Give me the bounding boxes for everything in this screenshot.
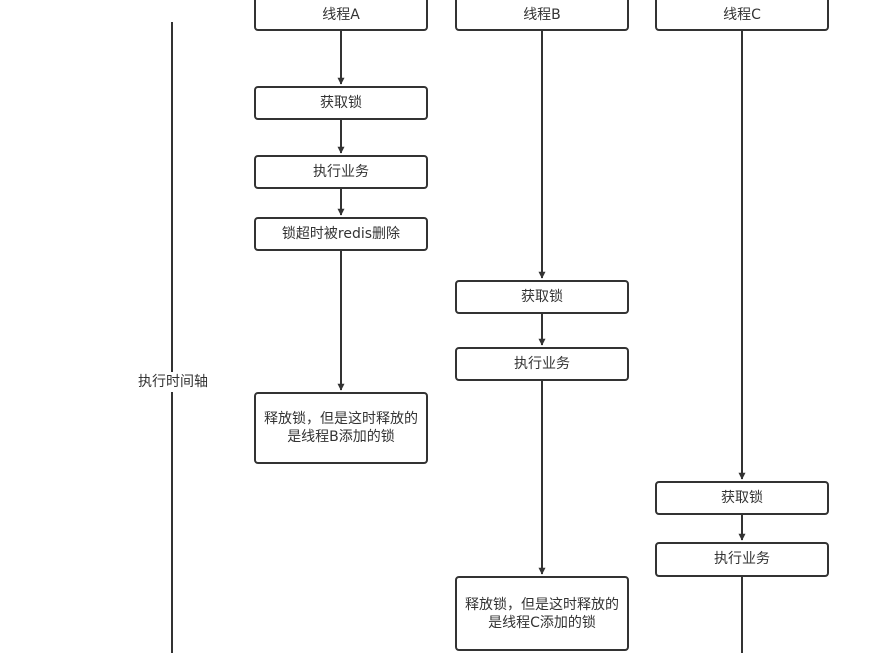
thread-b-header: 线程B bbox=[455, 0, 629, 31]
thread-c-execute-business: 执行业务 bbox=[655, 542, 829, 577]
thread-a-lock-timeout-deleted: 锁超时被redis删除 bbox=[254, 217, 428, 251]
thread-b-execute-business: 执行业务 bbox=[455, 347, 629, 381]
thread-a-release-wrong-lock: 释放锁，但是这时释放的是线程B添加的锁 bbox=[254, 392, 428, 464]
thread-c-header: 线程C bbox=[655, 0, 829, 31]
thread-c-acquire-lock: 获取锁 bbox=[655, 481, 829, 515]
thread-b-acquire-lock: 获取锁 bbox=[455, 280, 629, 314]
thread-b-release-wrong-lock: 释放锁，但是这时释放的是线程C添加的锁 bbox=[455, 576, 629, 651]
timeline-label: 执行时间轴 bbox=[120, 372, 226, 392]
thread-a-acquire-lock: 获取锁 bbox=[254, 86, 428, 120]
thread-a-header: 线程A bbox=[254, 0, 428, 31]
thread-a-execute-business: 执行业务 bbox=[254, 155, 428, 189]
